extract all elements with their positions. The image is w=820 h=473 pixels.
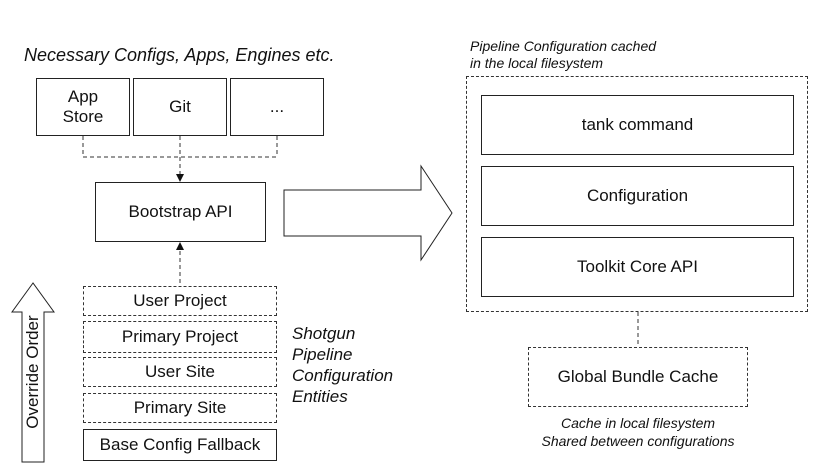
base-config-fallback-box: Base Config Fallback (83, 429, 277, 461)
entities-label: Shotgun Pipeline Configuration Entities (292, 324, 394, 406)
arrowhead-up (176, 242, 184, 250)
tank-command-box: tank command (481, 95, 794, 155)
app-store-box: App Store (36, 78, 130, 136)
cache-caption: Cache in local filesystem Shared between… (541, 415, 735, 449)
primary-site-box: Primary Site (83, 393, 277, 423)
global-bundle-cache-box: Global Bundle Cache (528, 347, 748, 407)
arrowhead-down (176, 174, 184, 182)
big-right-arrow (283, 164, 453, 262)
override-order-label: Override Order (23, 315, 42, 429)
primary-project-box: Primary Project (83, 321, 277, 353)
configuration-box: Configuration (481, 166, 794, 226)
ellipsis-box: ... (230, 78, 324, 136)
bootstrap-api-box: Bootstrap API (95, 182, 266, 242)
sources-heading: Necessary Configs, Apps, Engines etc. (24, 45, 335, 65)
pipeline-config-container (466, 76, 808, 312)
git-box: Git (133, 78, 227, 136)
user-project-box: User Project (83, 286, 277, 316)
toolkit-core-api-box: Toolkit Core API (481, 237, 794, 297)
pipeline-config-heading: Pipeline Configuration cached in the loc… (470, 38, 657, 71)
override-order-arrow (11, 282, 55, 463)
user-site-box: User Site (83, 357, 277, 387)
